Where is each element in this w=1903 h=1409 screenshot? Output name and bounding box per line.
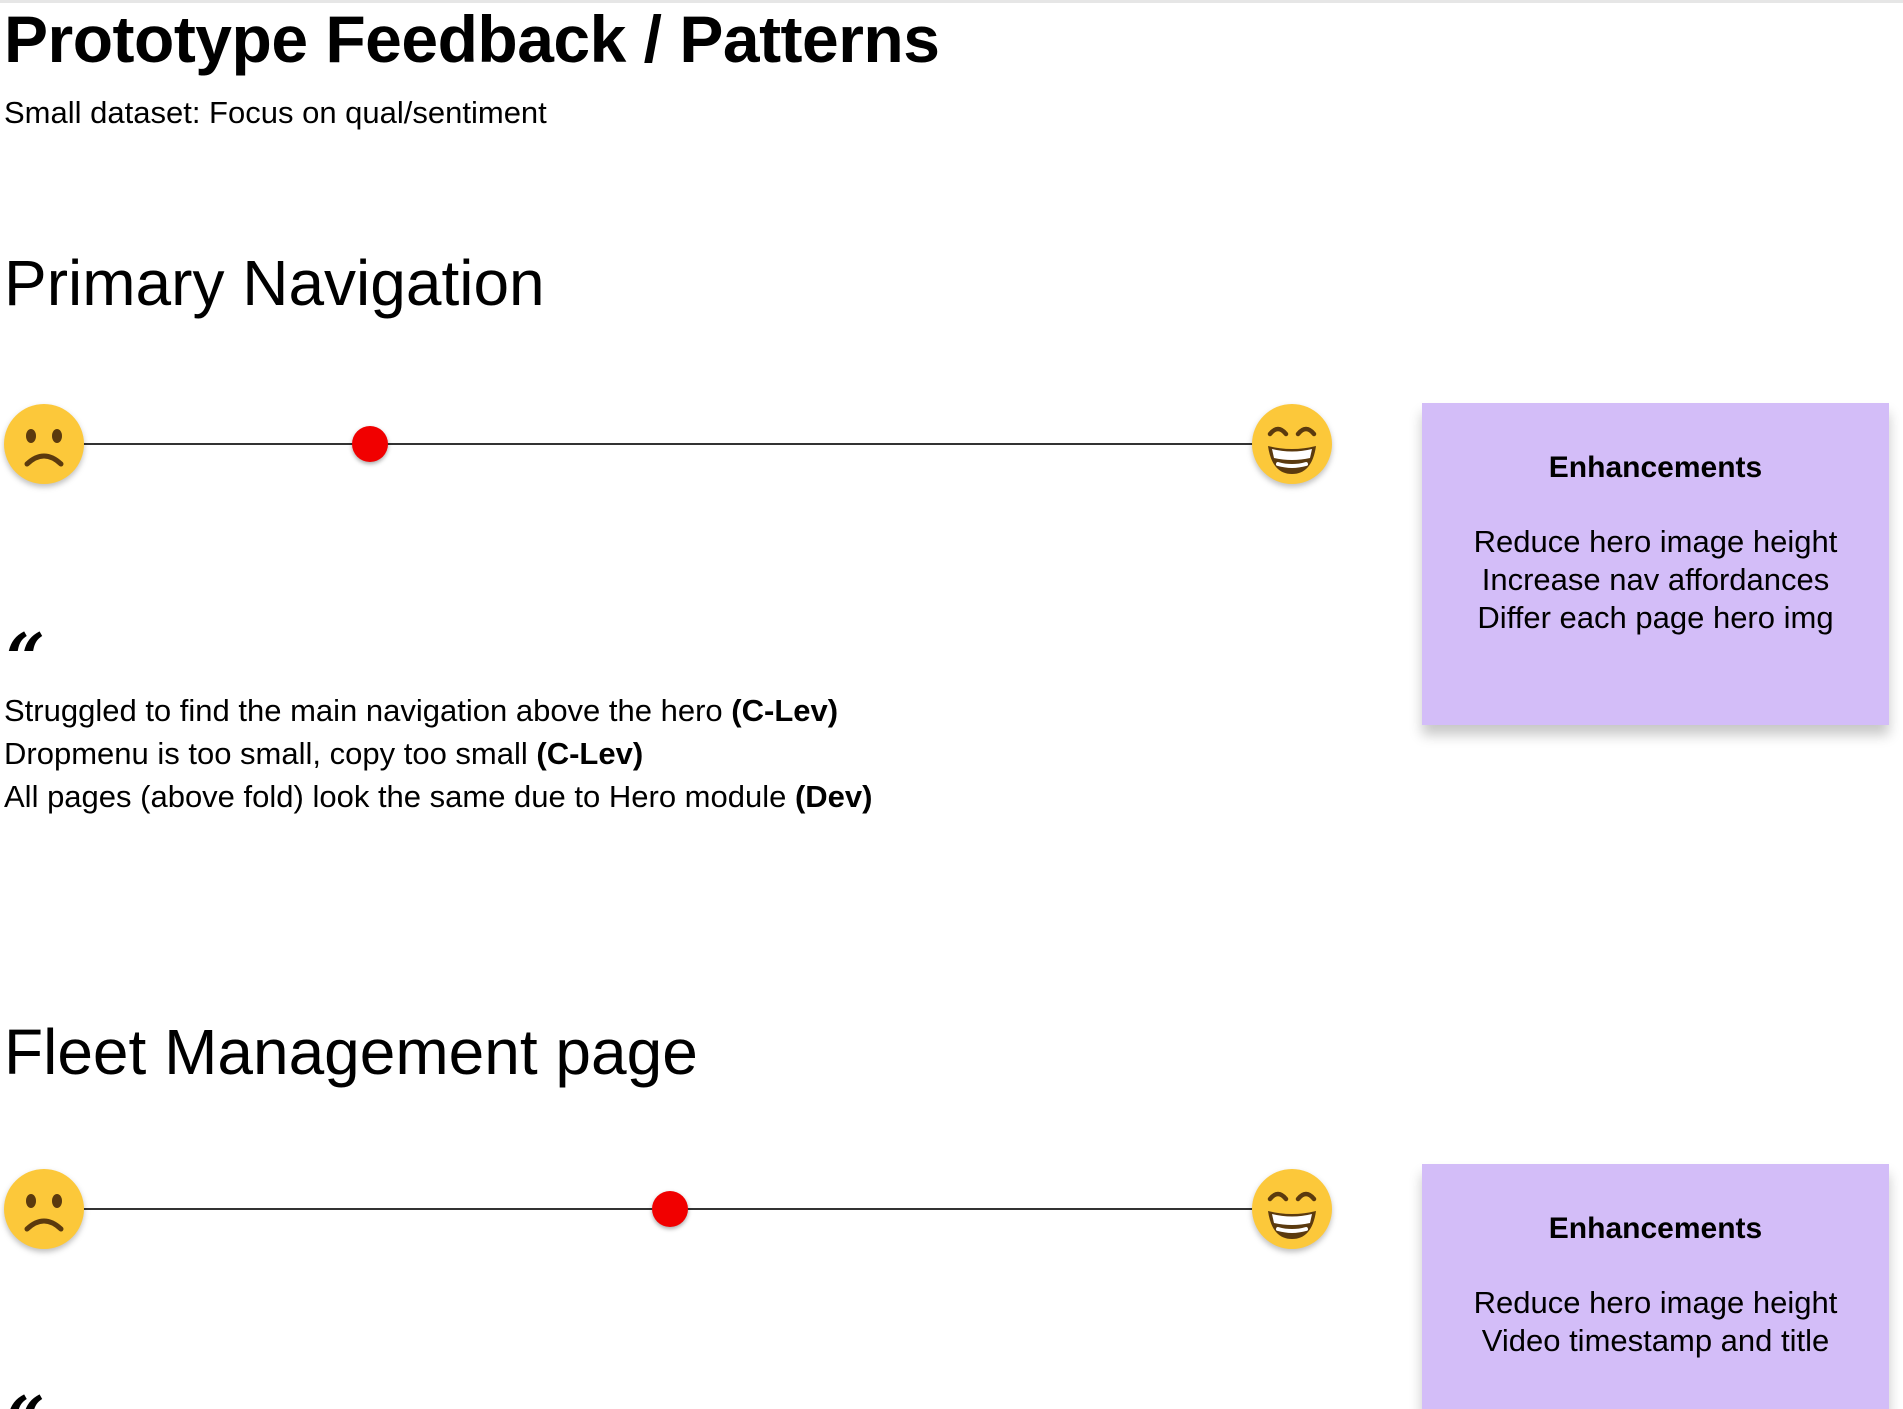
enhancements-sticky-note[interactable]: Enhancements Reduce hero image height Vi…	[1422, 1164, 1889, 1409]
sticky-note-items: Reduce hero image height Increase nav af…	[1422, 523, 1889, 637]
quote-line: Struggled to find the main navigation ab…	[4, 693, 839, 728]
enhancements-sticky-note[interactable]: Enhancements Reduce hero image height In…	[1422, 403, 1889, 725]
sticky-note-title: Enhancements	[1548, 1212, 1763, 1245]
enhancement-item: Reduce hero image height	[1473, 524, 1838, 559]
sticky-note-items: Reduce hero image height Video timestamp…	[1422, 1284, 1889, 1360]
sad-face-icon	[2, 402, 86, 486]
slider-track	[70, 443, 1270, 445]
sticky-note-title: Enhancements	[1548, 451, 1763, 484]
slider-thumb[interactable]	[652, 1191, 688, 1227]
quote-mark-icon: “	[6, 619, 46, 699]
grinning-face-icon	[1250, 402, 1334, 486]
sentiment-slider-primary-navigation[interactable]	[0, 402, 1340, 486]
grinning-face-icon	[1250, 1167, 1334, 1251]
quote-mark-icon: “	[6, 1388, 45, 1409]
enhancement-item: Video timestamp and title	[1481, 1323, 1830, 1358]
page-subtitle: Small dataset: Focus on qual/sentiment	[4, 95, 547, 130]
page-title: Prototype Feedback / Patterns	[4, 2, 940, 76]
section-heading-primary-navigation: Primary Navigation	[4, 247, 545, 319]
sad-face-icon	[2, 1167, 86, 1251]
slider-thumb[interactable]	[352, 426, 388, 462]
section-heading-fleet-management: Fleet Management page	[4, 1016, 698, 1088]
enhancement-item: Reduce hero image height	[1473, 1285, 1838, 1320]
quote-list-primary-navigation: Struggled to find the main navigation ab…	[4, 689, 872, 818]
quote-line: All pages (above fold) look the same due…	[4, 779, 873, 814]
quote-line: Dropmenu is too small, copy too small (C…	[4, 736, 644, 771]
enhancement-item: Differ each page hero img	[1477, 600, 1834, 635]
enhancement-item: Increase nav affordances	[1481, 562, 1830, 597]
sentiment-slider-fleet-management[interactable]	[0, 1167, 1340, 1251]
